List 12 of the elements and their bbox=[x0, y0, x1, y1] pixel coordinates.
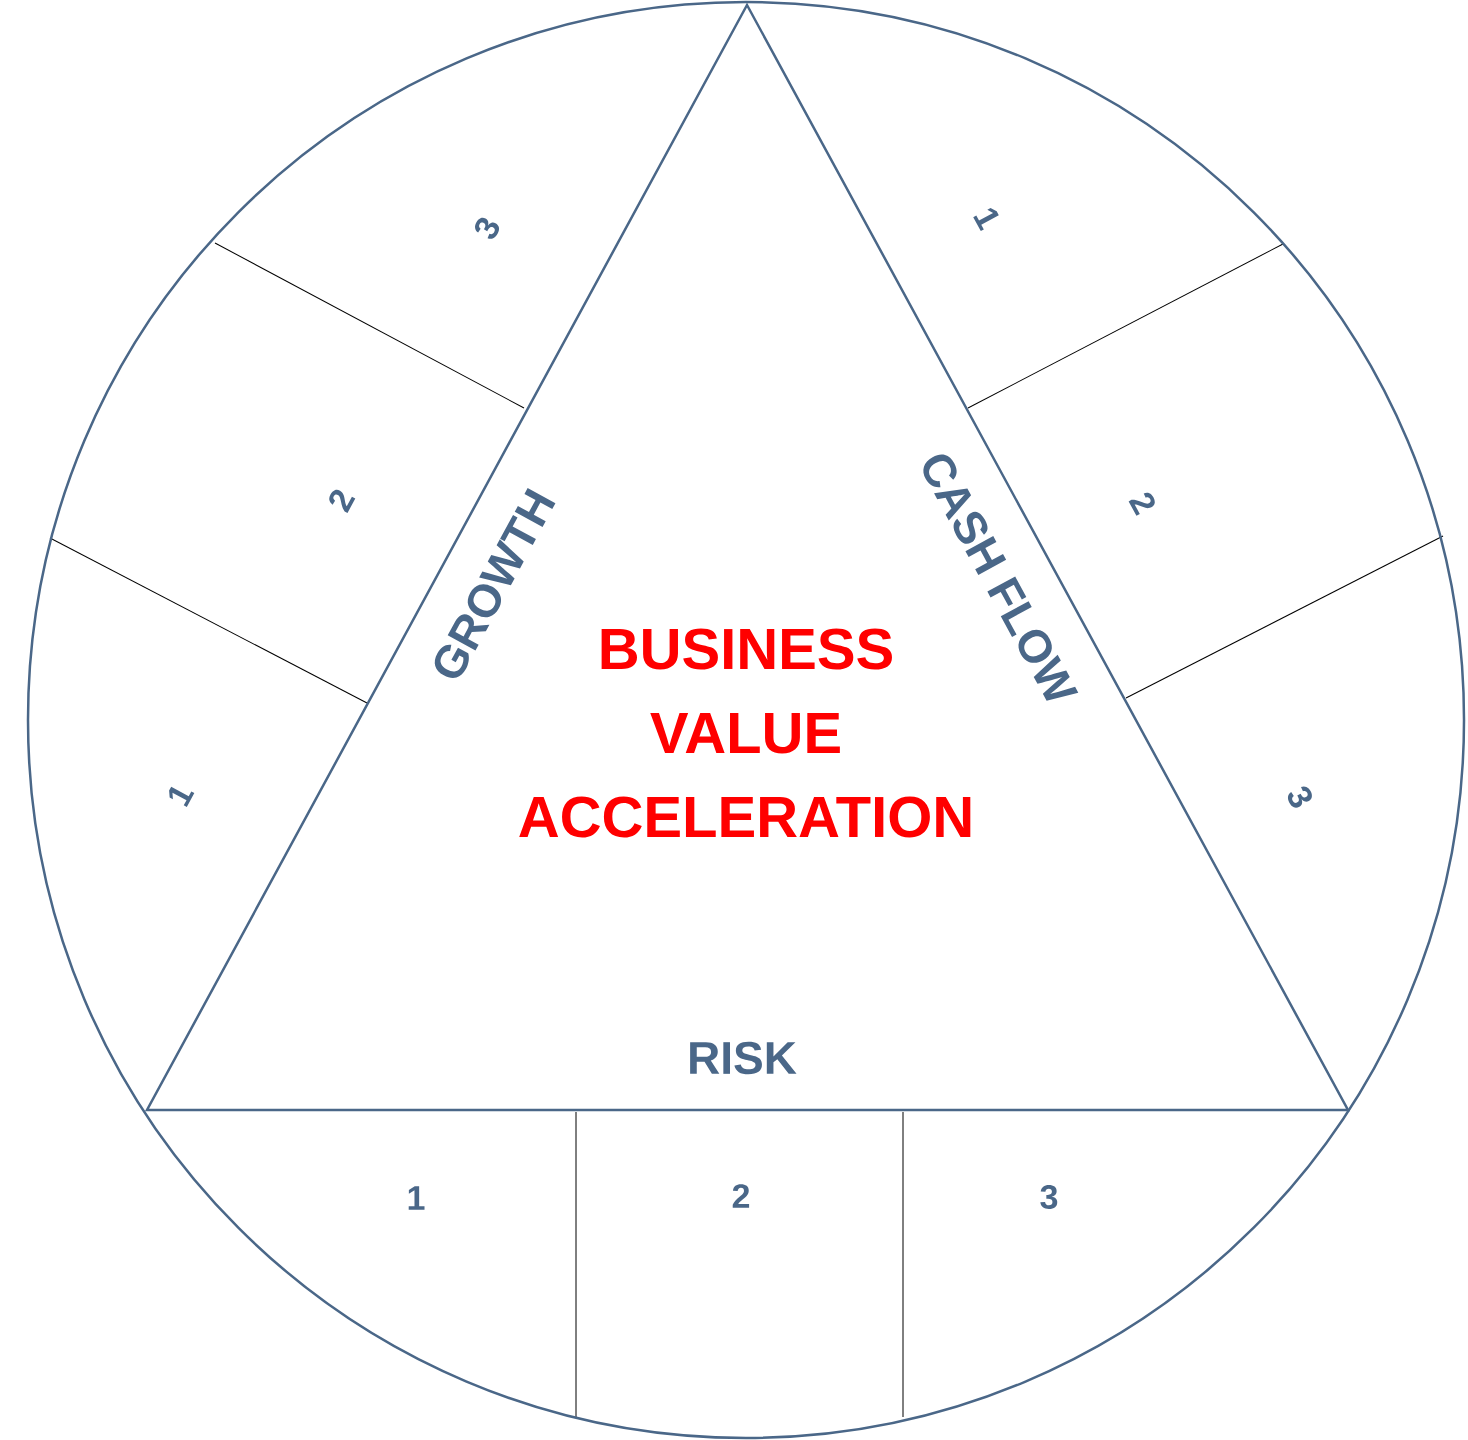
segment-number: 3 bbox=[1287, 786, 1312, 808]
circle bbox=[26, 0, 1466, 1440]
title-text: BUSINESS VALUE ACCELERATION bbox=[519, 628, 971, 838]
segment-number: 1 bbox=[973, 207, 999, 232]
segment-number: 1 bbox=[169, 786, 195, 807]
segment-number: 2 bbox=[329, 489, 356, 513]
segment-number: 2 bbox=[1128, 492, 1155, 516]
segment-number: 2 bbox=[732, 1184, 750, 1208]
segment-number: 3 bbox=[475, 217, 500, 239]
segment-number: 1 bbox=[408, 1186, 425, 1210]
segment-number: 3 bbox=[1040, 1184, 1058, 1210]
side-label: RISK bbox=[690, 1041, 797, 1075]
